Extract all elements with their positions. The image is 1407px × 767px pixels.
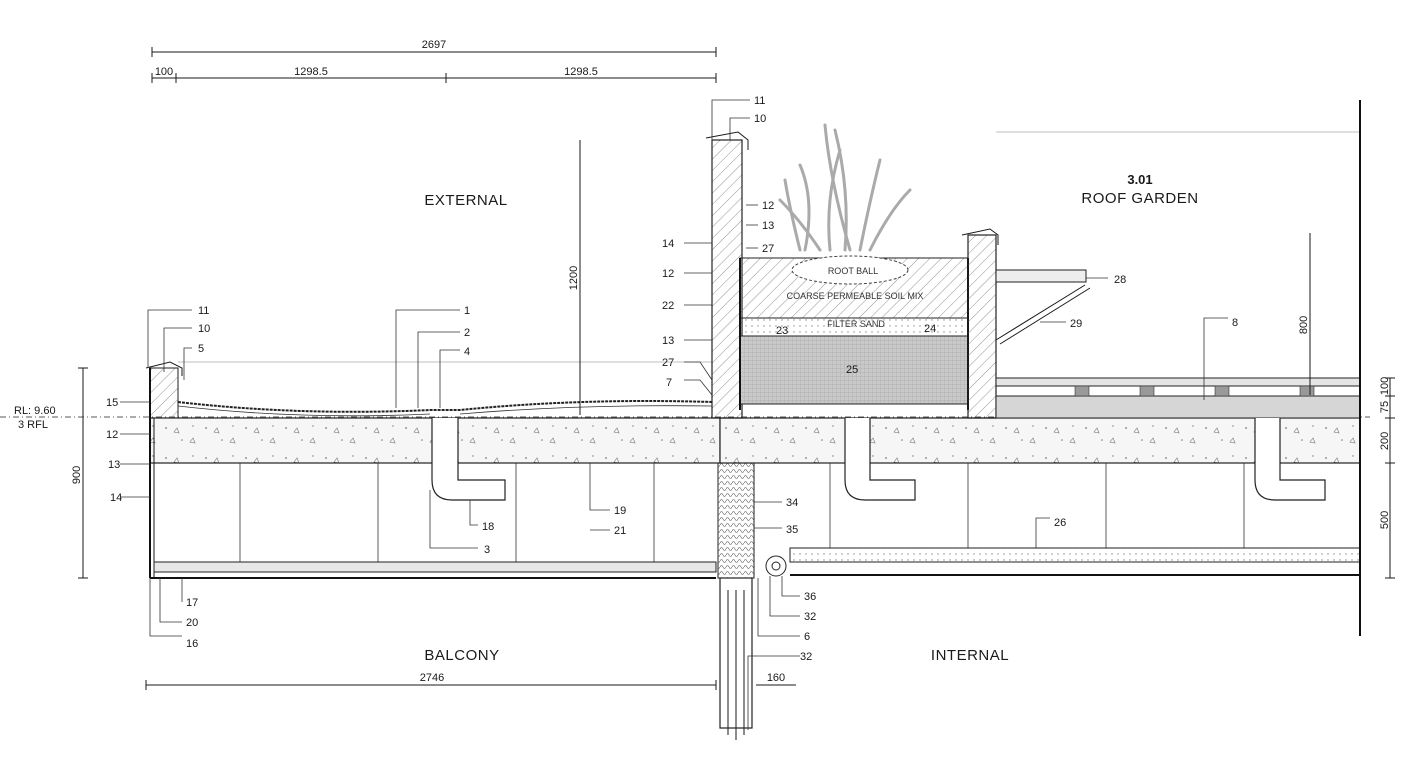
- callout-l12: 12: [106, 429, 118, 441]
- level-rl: RL: 9.60: [14, 405, 56, 417]
- callout-l16: 16: [186, 638, 198, 650]
- zone-internal: INTERNAL: [931, 647, 1009, 664]
- callout-c32a: 32: [804, 611, 816, 623]
- bench-bracket: [995, 269, 1091, 345]
- callout-m21: 21: [614, 525, 626, 537]
- window-head: [717, 462, 755, 579]
- callout-m19: 19: [614, 505, 626, 517]
- garden-deck-base: [995, 395, 1361, 419]
- callout-l13: 13: [108, 459, 120, 471]
- zone-garden-number: 3.01: [1127, 172, 1152, 187]
- dim-bottom-overall: 2746: [420, 672, 444, 684]
- callout-w14: 14: [662, 238, 674, 250]
- balcony-drain-pipe: [431, 418, 506, 501]
- callout-c34: 34: [786, 497, 798, 509]
- deck-pedestals: [1074, 385, 1315, 397]
- zone-external: EXTERNAL: [424, 192, 507, 209]
- dim-top-overall: 2697: [422, 39, 446, 51]
- callout-l14: 14: [110, 492, 122, 504]
- callout-p25: 25: [846, 364, 858, 376]
- top-dimension-lines: [151, 47, 717, 83]
- callout-p24: 24: [924, 323, 936, 335]
- concrete-slab-right: [719, 417, 1361, 464]
- dim-top-a: 100: [155, 66, 173, 78]
- callout-r29: 29: [1070, 318, 1082, 330]
- callout-m4: 4: [464, 346, 470, 358]
- callout-l17: 17: [186, 597, 198, 609]
- internal-hangers: [829, 463, 1245, 548]
- callout-w27b: 27: [662, 357, 674, 369]
- dim-top-c: 1298.5: [564, 66, 598, 78]
- callout-l11: 11: [198, 305, 209, 317]
- callout-w27a: 27: [762, 243, 774, 255]
- callout-m3: 3: [484, 544, 490, 556]
- callout-w7: 7: [666, 377, 672, 389]
- level-floor: 3 RFL: [18, 419, 48, 431]
- callout-p23: 23: [776, 325, 788, 337]
- callout-m1: 1: [464, 305, 470, 317]
- callout-c36: 36: [804, 591, 816, 603]
- callout-w10: 10: [754, 113, 766, 125]
- callout-r8: 8: [1232, 317, 1238, 329]
- garden-drain-pipe-1: [844, 418, 916, 501]
- callout-r26: 26: [1054, 517, 1066, 529]
- callout-l15: 15: [106, 397, 118, 409]
- balcony-membrane: [177, 400, 713, 413]
- zone-garden-name: ROOF GARDEN: [1081, 190, 1198, 207]
- callout-c32b: 32: [800, 651, 812, 663]
- callout-r28: 28: [1114, 274, 1126, 286]
- soil-filter-sand: FILTER SAND: [827, 319, 885, 329]
- right-dimension-lines: [1309, 233, 1395, 579]
- callout-w22: 22: [662, 300, 674, 312]
- dim-top-b: 1298.5: [294, 66, 328, 78]
- callout-m2: 2: [464, 327, 470, 339]
- dim-right-a: 800: [1298, 316, 1310, 334]
- planter-drainage: [739, 335, 969, 405]
- zone-balcony: BALCONY: [424, 647, 499, 664]
- callout-l5: 5: [198, 343, 204, 355]
- garden-deck: [995, 377, 1361, 387]
- callout-l10: 10: [198, 323, 210, 335]
- callout-c6: 6: [804, 631, 810, 643]
- dim-bottom-gap: 160: [767, 672, 785, 684]
- balcony-soffit: [153, 561, 717, 573]
- callout-c35: 35: [786, 524, 798, 536]
- parapet-wall: [711, 139, 743, 419]
- balcony-hangers: [239, 463, 655, 562]
- plant-graphic: [778, 123, 912, 252]
- dim-left-height: 900: [71, 466, 83, 484]
- callout-w12a: 12: [762, 200, 774, 212]
- soil-root-ball: ROOT BALL: [828, 266, 878, 276]
- callout-m18: 18: [482, 521, 494, 533]
- internal-ceiling: [789, 547, 1361, 563]
- garden-drain-pipe-2: [1254, 418, 1326, 501]
- callout-w11: 11: [754, 95, 765, 107]
- leader-lines: [120, 99, 1228, 730]
- garden-upstand: [967, 234, 997, 419]
- dim-right-b: 100: [1379, 377, 1391, 395]
- planter-box: [739, 255, 969, 410]
- callout-w12b: 12: [662, 268, 674, 280]
- dim-right-e: 500: [1379, 511, 1391, 529]
- callout-w13b: 13: [662, 335, 674, 347]
- dim-right-d: 200: [1379, 432, 1391, 450]
- callouts: 11 10 5 15 12 13 14 17 20 16 1 2 4 18 3 …: [106, 95, 1238, 663]
- left-upstand: [145, 361, 183, 578]
- dim-right-c: 75: [1379, 401, 1391, 413]
- dim-rail-height: 1200: [568, 266, 580, 290]
- callout-l20: 20: [186, 617, 198, 629]
- blind-roller: [765, 555, 787, 577]
- callout-w13a: 13: [762, 220, 774, 232]
- soil-mix: COARSE PERMEABLE SOIL MIX: [787, 291, 924, 301]
